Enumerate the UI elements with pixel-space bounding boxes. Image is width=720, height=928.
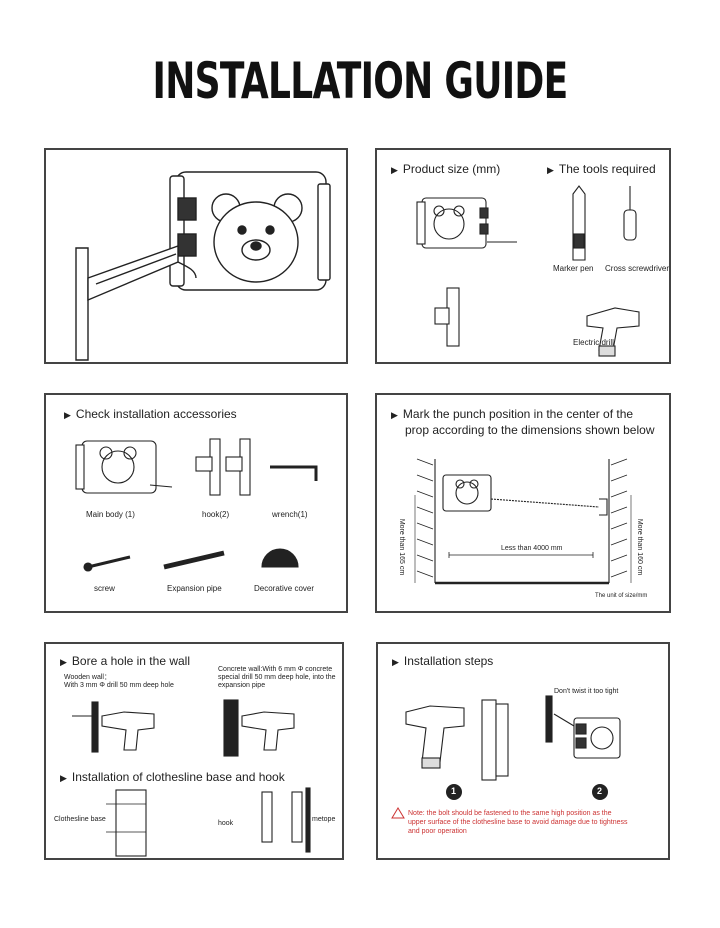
screw-label: screw <box>94 584 115 593</box>
accessories-heading: ▶Check installation accessories <box>64 407 237 421</box>
installation-steps-panel: ▶Installation steps Don't twist it too t… <box>376 642 670 860</box>
accessories-illustration <box>75 438 318 572</box>
right-dimension-label: More than 160 cm <box>636 518 644 576</box>
wooden-wall-text: Wooden wall： With 3 mm Φ drill 50 mm dee… <box>64 674 174 690</box>
triangle-icon: ▶ <box>547 165 554 175</box>
triangle-icon: ▶ <box>60 657 67 667</box>
electric-drill-label: Electric drill <box>573 338 614 347</box>
product-size-heading: ▶Product size (mm) <box>391 162 501 176</box>
product-illustration <box>75 171 331 361</box>
triangle-icon: ▶ <box>392 657 399 667</box>
bore-heading: ▶Bore a hole in the wall <box>60 654 190 668</box>
unit-label: The unit of size/mm <box>595 593 648 599</box>
dont-twist-label: Don't twist it too tight <box>554 688 619 695</box>
punch-heading-1: ▶Mark the punch position in the center o… <box>391 407 634 421</box>
decorative-cover-label: Decorative cover <box>254 584 315 593</box>
hook-label: hook(2) <box>202 510 230 519</box>
product-size-tools-panel: ▶Product size (mm) ▶The tools required M… <box>375 148 671 364</box>
steps-illustration <box>391 695 621 819</box>
triangle-icon: ▶ <box>64 410 71 420</box>
concrete-wall-text: Concrete wall:With 6 mm Φ concrete speci… <box>218 666 336 690</box>
tools-heading: ▶The tools required <box>547 162 656 176</box>
wrench-label: wrench(1) <box>272 510 308 519</box>
note-text: Note: the bolt should be fastened to the… <box>408 810 628 835</box>
triangle-icon: ▶ <box>60 773 67 783</box>
cross-screwdriver-label: Cross screwdriver <box>605 264 670 273</box>
step-1-number: 1 <box>451 786 457 796</box>
install-base-heading: ▶Installation of clothesline base and ho… <box>60 770 285 784</box>
accessories-panel: ▶Check installation accessories Main bod… <box>44 393 348 613</box>
triangle-icon: ▶ <box>391 410 398 420</box>
punch-diagram <box>414 458 632 585</box>
product-size-illustration <box>416 185 640 357</box>
bore-hole-panel: ▶Bore a hole in the wall Wooden wall： Wi… <box>44 642 344 860</box>
steps-heading: ▶Installation steps <box>392 654 494 668</box>
distance-label: Less than 4000 mm <box>501 545 563 552</box>
marker-pen-label: Marker pen <box>553 264 594 273</box>
triangle-icon: ▶ <box>391 165 398 175</box>
expansion-pipe-label: Expansion pipe <box>167 584 222 593</box>
step-circles <box>446 784 608 800</box>
hook-install-label: hook <box>218 820 234 827</box>
left-dimension-label: More than 165 cm <box>398 518 406 576</box>
product-overview-panel <box>44 148 348 364</box>
base-label: Clothesline base <box>54 816 106 823</box>
metope-label: metope <box>312 816 336 823</box>
main-body-label: Main body (1) <box>86 510 135 519</box>
page-title: INSTALLATION GUIDE <box>152 52 569 110</box>
punch-position-panel: ▶Mark the punch position in the center o… <box>375 393 671 613</box>
punch-heading-2: prop according to the dimensions shown b… <box>405 423 655 437</box>
step-2-number: 2 <box>597 786 603 796</box>
bore-illustration <box>72 699 311 857</box>
